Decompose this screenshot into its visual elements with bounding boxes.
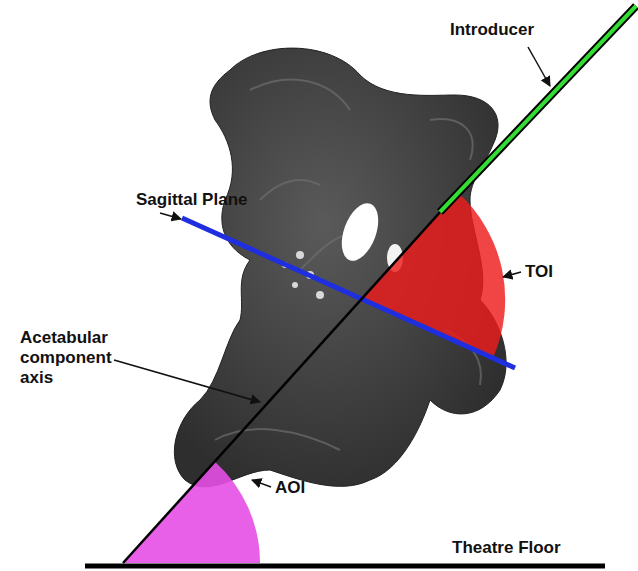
part-label: Introducer: [450, 20, 534, 40]
pelvis-bone: [174, 48, 506, 487]
plane-label: Sagittal Plane: [136, 190, 247, 210]
floor-label: Theatre Floor: [452, 538, 561, 558]
theatre-floor: [85, 564, 605, 569]
introducer: [440, 6, 636, 212]
axis-label: Acetabular component axis: [20, 328, 120, 388]
component-axis: [123, 210, 442, 563]
angle-label: AOI: [275, 478, 305, 498]
aoi-sector: [123, 461, 260, 563]
leader-lines: [114, 47, 550, 487]
obturator-foramen: [335, 198, 386, 265]
introducer-outline: [440, 6, 636, 212]
angle-label: TOI: [525, 262, 553, 282]
sagittal-plane: [182, 218, 515, 368]
